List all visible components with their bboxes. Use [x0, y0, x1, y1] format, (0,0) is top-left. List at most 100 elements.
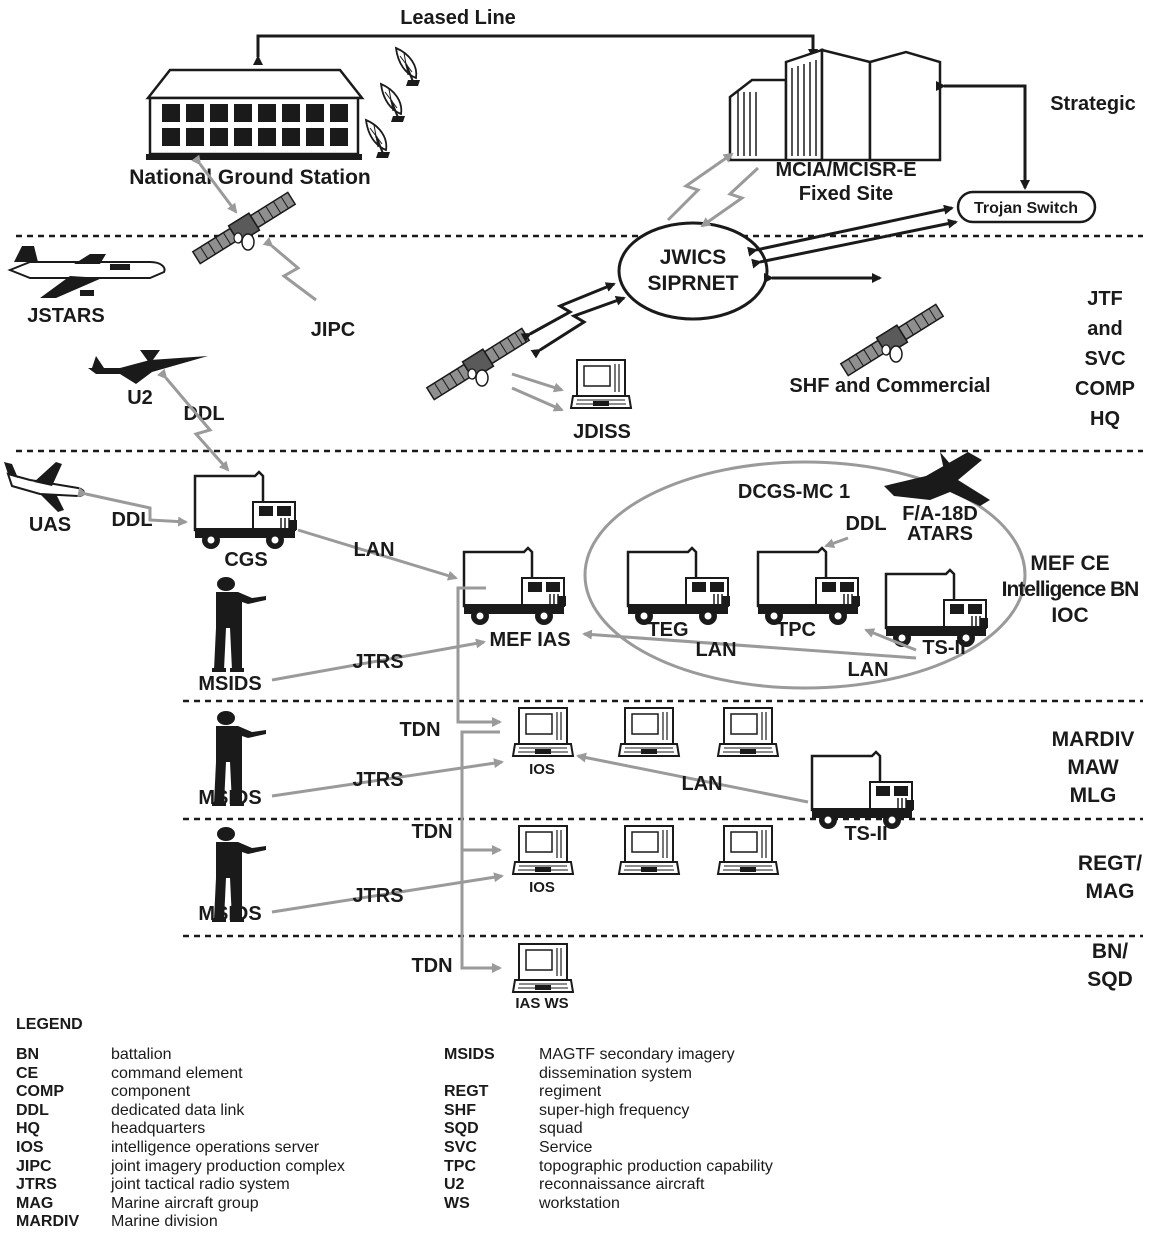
- fa18-tpc-link: [824, 536, 849, 548]
- legend-definition: dissemination system: [539, 1064, 692, 1082]
- ts2-tpc-lan-link: [864, 628, 917, 652]
- dcgs-label: DCGS-MC 1: [738, 481, 850, 503]
- ios-label-2: IOS: [529, 879, 555, 896]
- svg-text:MEF CE: MEF CE: [1030, 552, 1109, 575]
- legend-definition: battalion: [111, 1046, 172, 1063]
- mef-ce-echelon-label: MEF CE Intelligence BN IOC: [1002, 552, 1140, 627]
- ts2-truck-icon: [884, 568, 990, 649]
- legend-definition: command element: [111, 1064, 243, 1082]
- svg-text:HQ: HQ: [1090, 408, 1120, 430]
- svg-text:MARDIV: MARDIV: [1052, 728, 1135, 751]
- ias-workstation-icon: [512, 943, 574, 993]
- legend-abbr: REGT: [444, 1083, 489, 1101]
- bn-echelon-label: BN/ SQD: [1087, 940, 1133, 991]
- jwics-satellite-link-2: [530, 296, 626, 359]
- lan-label-mef: LAN: [695, 639, 736, 661]
- msids-ios-jtrs-link-2: [271, 872, 504, 914]
- svg-text:MAG: MAG: [1086, 880, 1135, 903]
- ts2-truck-icon: [810, 750, 916, 831]
- legend-row: dissemination system: [444, 1065, 773, 1084]
- network-diagram: Leased Line National Ground Station MCIA…: [4, 7, 1143, 1010]
- legend-row: BN battalion: [16, 1046, 345, 1065]
- mcia-jwics-link-1: [666, 152, 734, 222]
- satellite-jipc-link: [262, 237, 317, 302]
- svg-text:COMP: COMP: [1075, 378, 1135, 400]
- legend-title: LEGEND: [16, 1016, 83, 1033]
- svg-text:REGT/: REGT/: [1078, 852, 1142, 875]
- trojan-switch-label: Trojan Switch: [974, 200, 1078, 217]
- legend-definition: dedicated data link: [111, 1101, 245, 1119]
- jwics-label: JWICS: [660, 246, 727, 269]
- jtrs-label-3: JTRS: [352, 885, 403, 907]
- dish-antenna-icon: [365, 119, 391, 159]
- legend-row: WS workstation: [444, 1195, 773, 1214]
- strategic-label: Strategic: [1050, 93, 1136, 115]
- ts2-ios-lan-link: [576, 752, 809, 804]
- ts2-label-mardiv: TS-II: [844, 823, 887, 845]
- legend-definition: component: [111, 1083, 191, 1101]
- ts2-label-dcgs: TS-II: [922, 637, 965, 659]
- legend-abbr: [444, 1065, 539, 1084]
- svg-text:SQD: SQD: [1087, 968, 1133, 991]
- workstation-icon: [618, 707, 680, 757]
- legend-definition: workstation: [539, 1194, 620, 1212]
- atars-label: ATARS: [907, 523, 973, 545]
- tpc-label: TPC: [776, 619, 816, 641]
- mcia-label: MCIA/MCISR-E: [775, 159, 916, 181]
- cgs-label: CGS: [224, 549, 267, 571]
- satellite-jdiss-link-2: [511, 386, 564, 412]
- legend-abbr: DDL: [16, 1101, 49, 1119]
- legend-abbr: WS: [444, 1194, 470, 1212]
- dcgs-mc-ellipse: [583, 460, 1027, 690]
- msids-label-2: MSIDS: [198, 787, 261, 809]
- legend-definition: Service: [539, 1138, 593, 1156]
- workstation-icon: [618, 825, 680, 875]
- shf-commercial-label: SHF and Commercial: [789, 375, 990, 397]
- ias-ws-label: IAS WS: [515, 995, 568, 1010]
- dish-antenna-icon: [380, 83, 406, 123]
- msids-ios-jtrs-link-1: [271, 758, 504, 798]
- legend-abbr: CE: [16, 1064, 39, 1082]
- tdn-label-1: TDN: [399, 719, 440, 741]
- jstars-aircraft-icon: [7, 246, 166, 298]
- legend-definition: MAGTF secondary imagery: [539, 1046, 735, 1063]
- dish-antenna-icon: [395, 47, 421, 87]
- satellite-jdiss-link-1: [511, 372, 564, 393]
- legend-abbr: MSIDS: [444, 1046, 495, 1063]
- regt-echelon-label: REGT/ MAG: [1078, 852, 1142, 903]
- jdiss-workstation-icon: [570, 359, 632, 409]
- legend-row: U2 reconnaissance aircraft: [444, 1176, 773, 1195]
- jtrs-label-2: JTRS: [352, 769, 403, 791]
- legend-abbr: U2: [444, 1176, 465, 1194]
- msids-soldier-icon: [212, 577, 266, 672]
- legend-row: COMP component: [16, 1083, 345, 1102]
- jwics-siprnet-node: [617, 221, 769, 321]
- trojan-switch-node: [956, 190, 1097, 224]
- svg-text:JTF: JTF: [1087, 288, 1123, 310]
- legend-abbr: TPC: [444, 1157, 476, 1175]
- echelon-separators: [16, 234, 1143, 938]
- lan-label-ts2: LAN: [847, 659, 888, 681]
- mardiv-echelon-label: MARDIV MAW MLG: [1052, 728, 1135, 807]
- svg-text:SVC: SVC: [1084, 348, 1125, 370]
- legend-definition: Marine division: [111, 1213, 218, 1231]
- cgs-mef-lan-link: [297, 528, 458, 581]
- legend-abbr: COMP: [16, 1083, 64, 1101]
- workstation-icon: [717, 707, 779, 757]
- svg-text:Intelligence BN: Intelligence BN: [1002, 578, 1139, 601]
- legend-row: MSIDS MAGTF secondary imagery: [444, 1046, 773, 1065]
- legend-abbr: BN: [16, 1046, 40, 1063]
- legend-abbr: SVC: [444, 1138, 477, 1156]
- legend-definition: reconnaissance aircraft: [539, 1176, 705, 1194]
- jwics-satellite-link-1: [520, 282, 616, 343]
- mcia-jwics-link-2: [700, 166, 760, 228]
- teg-label: TEG: [647, 619, 688, 641]
- mcia-trojan-link: [936, 81, 1030, 190]
- satellite-icon: [838, 301, 946, 379]
